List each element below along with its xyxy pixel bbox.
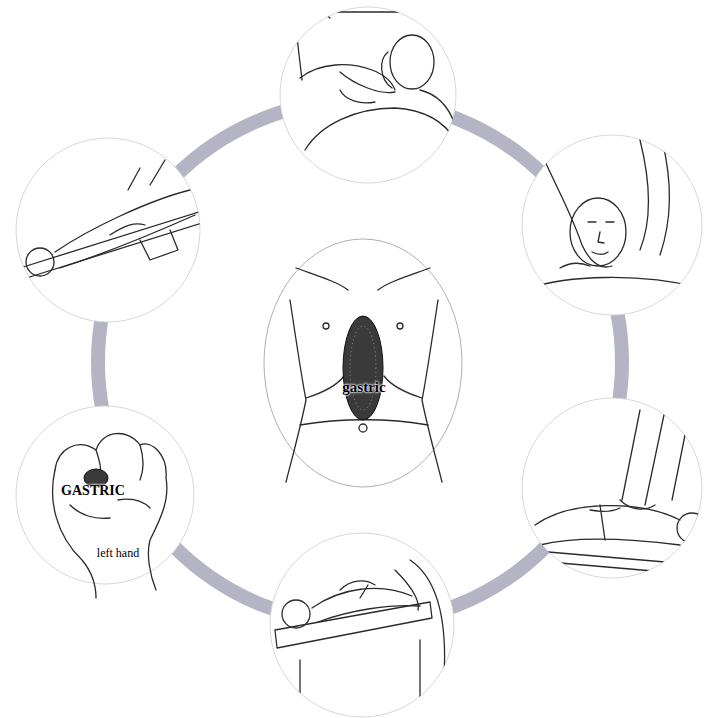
point-circle: GASTRIC left hand [15, 405, 195, 585]
sketch-line [282, 600, 310, 628]
sketch-line [677, 513, 705, 543]
face-massage-sketch [530, 140, 700, 288]
sketch-line [535, 506, 680, 545]
sketch-line [570, 198, 626, 266]
sketch-line [390, 35, 434, 89]
neck-massage-sketch [295, 12, 458, 150]
illustration-circle [280, 7, 456, 183]
sketch-line [300, 65, 395, 90]
node-outline [263, 238, 463, 488]
sketch-line [530, 263, 700, 288]
sketch-line [590, 505, 620, 540]
node-shape [264, 239, 462, 487]
sketch-line [525, 550, 700, 575]
sketch-line [620, 410, 690, 509]
sketch-line [26, 248, 54, 276]
sketch-line [110, 160, 165, 235]
sketch-line [340, 90, 455, 125]
sketch-line [20, 210, 205, 280]
point-sublabel: left hand [73, 547, 163, 560]
zone-oval: gastric [263, 238, 463, 488]
sketch-line [588, 222, 614, 254]
point-label: GASTRIC [38, 483, 148, 498]
sketch-line [140, 230, 178, 260]
sketch-line [300, 640, 420, 718]
node-shape [16, 406, 194, 584]
sketch-line [295, 12, 432, 80]
back-lying-sketch [20, 160, 205, 280]
sketch-line [275, 602, 432, 648]
sketch-line [312, 588, 420, 622]
abdomen-press-sketch [525, 410, 705, 575]
sketch-line [340, 52, 395, 93]
sketch-line [340, 581, 375, 598]
sketch-line [55, 190, 195, 268]
illustration-circle [522, 398, 702, 578]
illustration-circle [270, 533, 454, 717]
point-label: gastric [309, 379, 419, 396]
illustration-circle [16, 138, 200, 322]
sketch-line [305, 108, 458, 150]
sketch-line [640, 140, 669, 255]
illustration-circle [522, 135, 702, 315]
side-lying-sketch [275, 560, 445, 718]
sketch-line [540, 150, 612, 267]
